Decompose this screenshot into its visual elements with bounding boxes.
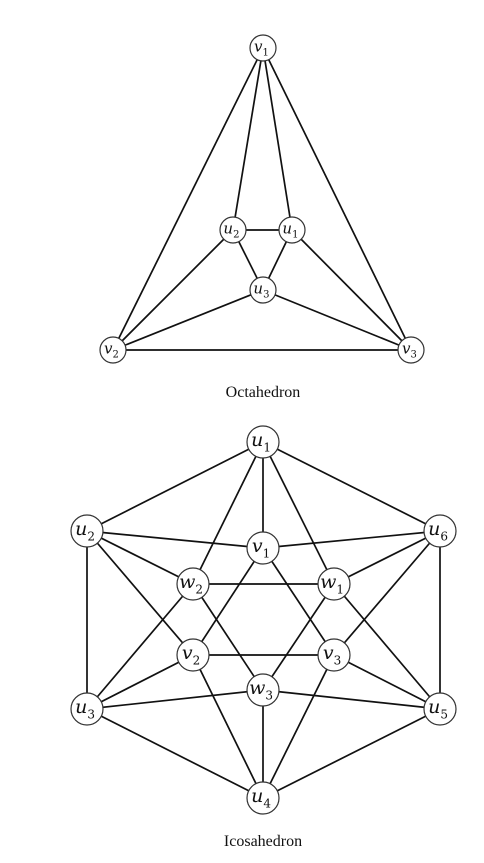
node-circle (317, 567, 351, 601)
node-label: u2 (75, 518, 95, 543)
node-u2: u2 (70, 514, 104, 548)
edge-v3-u5 (333, 654, 441, 710)
edge-v2-u3 (86, 654, 194, 710)
edge-u3-v3 (262, 289, 412, 351)
node-v2: v2 (176, 638, 210, 672)
node-label: v1 (254, 37, 269, 58)
node-circle (423, 514, 457, 548)
node-u1: u1 (246, 425, 280, 459)
node-label: u3 (75, 696, 95, 721)
edge-u3-v2 (112, 289, 264, 351)
node-u3: u3 (249, 276, 277, 304)
edge-w3-u5 (262, 689, 441, 710)
edge-u6-v3 (333, 530, 441, 656)
edge-u1-w1 (262, 441, 335, 585)
node-v3: v3 (397, 336, 425, 364)
node-v3: v3 (317, 638, 351, 672)
octahedron-caption: Octahedron (226, 384, 301, 401)
octahedron-nodes: v1 u2 u1 u3 v2 v3 (99, 34, 425, 364)
node-label: u5 (428, 696, 448, 721)
node-label: v2 (104, 339, 119, 360)
node-w3: w3 (246, 673, 280, 707)
node-label: v3 (402, 339, 417, 360)
node-circle (246, 673, 280, 707)
edge-v3-u4 (262, 654, 335, 799)
edge-u3-u4 (86, 708, 264, 799)
octahedron-edges (112, 47, 412, 351)
node-label: w3 (249, 677, 273, 702)
icosahedron-edges (86, 441, 441, 799)
icosahedron-diagram: u1 u2 u6 v1 w2 w1 v2 v3 w3 u3 u5 u4 Icosahedron (70, 425, 457, 850)
node-circle (249, 276, 277, 304)
edge-u2-v2 (86, 530, 194, 656)
octahedron-diagram: v1 u2 u1 u3 v2 v3 Octahedron (99, 34, 425, 401)
edge-u1-w2 (192, 441, 264, 585)
edge-v2-u4 (192, 654, 264, 799)
edge-v1-u1 (262, 47, 293, 231)
node-label: u2 (223, 219, 239, 240)
node-circle (176, 638, 210, 672)
edge-u1-v3 (291, 229, 412, 351)
edge-u2-v1 (86, 530, 264, 549)
node-label: w2 (179, 571, 203, 596)
edge-u1-u6 (262, 441, 441, 532)
node-u3: u3 (70, 692, 104, 726)
edge-w2-w3 (192, 583, 264, 691)
edge-u1-u2 (86, 441, 264, 532)
edge-v1-v2 (192, 547, 264, 656)
icosahedron-caption: Icosahedron (224, 833, 302, 850)
edge-u6-v1 (262, 530, 441, 549)
node-circle (246, 781, 280, 815)
node-w2: w2 (176, 567, 210, 601)
edge-v1-u2 (232, 47, 264, 231)
node-circle (70, 692, 104, 726)
icosahedron-nodes: u1 u2 u6 v1 w2 w1 v2 v3 w3 u3 u5 u4 (70, 425, 457, 815)
node-circle (219, 216, 247, 244)
edge-u2-v2 (112, 229, 234, 351)
node-u1: u1 (278, 216, 306, 244)
node-label: u1 (282, 219, 298, 240)
node-label: v1 (252, 535, 270, 560)
edge-u5-u4 (262, 708, 441, 799)
node-circle (70, 514, 104, 548)
node-circle (99, 336, 127, 364)
node-circle (423, 692, 457, 726)
node-circle (317, 638, 351, 672)
edge-w1-w3 (262, 583, 335, 691)
edge-v1-v2 (112, 47, 264, 351)
edge-v1-v3 (262, 47, 412, 351)
node-label: v3 (323, 642, 341, 667)
edge-w1-u5 (333, 583, 441, 710)
edge-u2-w2 (86, 530, 194, 585)
node-v2: v2 (99, 336, 127, 364)
node-u5: u5 (423, 692, 457, 726)
node-label: u1 (251, 429, 271, 454)
node-circle (397, 336, 425, 364)
node-circle (249, 34, 277, 62)
node-w1: w1 (317, 567, 351, 601)
node-circle (278, 216, 306, 244)
node-label: u6 (428, 518, 448, 543)
node-u6: u6 (423, 514, 457, 548)
edge-w3-u3 (86, 689, 264, 710)
node-label: w1 (320, 571, 344, 596)
node-circle (246, 531, 280, 565)
node-circle (176, 567, 210, 601)
node-label: u3 (253, 279, 269, 300)
node-label: u4 (251, 785, 271, 810)
node-u4: u4 (246, 781, 280, 815)
edge-w2-u3 (86, 583, 194, 710)
node-circle (246, 425, 280, 459)
node-v1: v1 (249, 34, 277, 62)
node-v1: v1 (246, 531, 280, 565)
node-label: v2 (182, 642, 200, 667)
node-u2: u2 (219, 216, 247, 244)
edge-v1-v3 (262, 547, 335, 656)
edge-u6-w1 (333, 530, 441, 585)
